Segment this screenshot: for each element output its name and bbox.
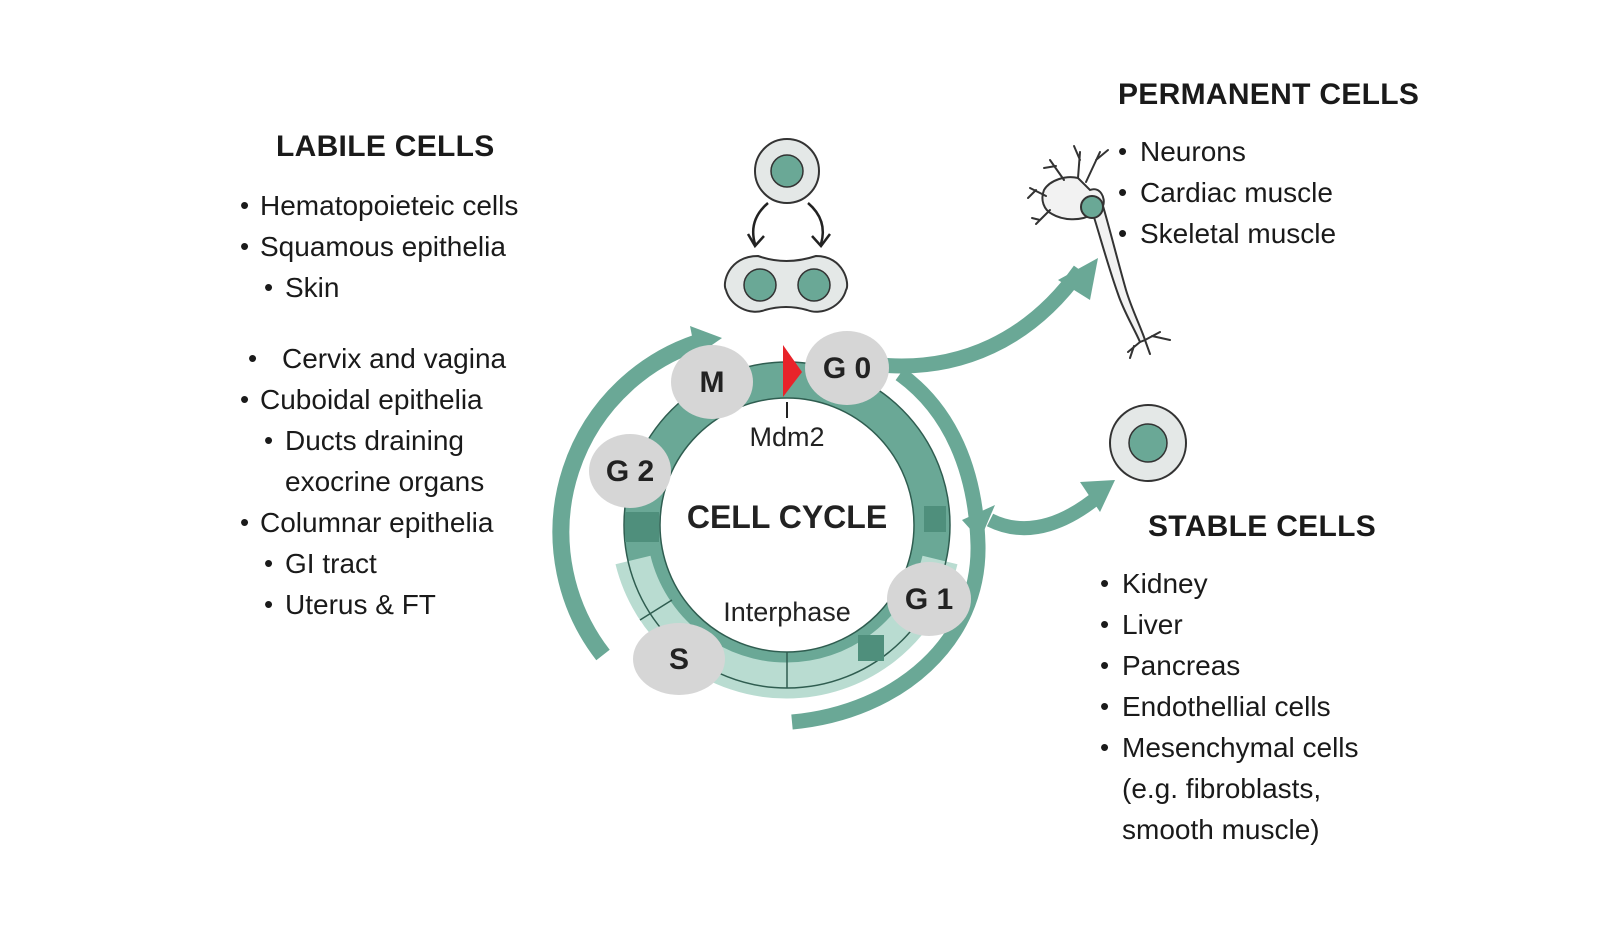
- bullet-icon: •: [264, 548, 274, 578]
- stable-cell-item-text: Liver: [1122, 609, 1183, 640]
- bullet-icon: •: [240, 231, 250, 261]
- split-arrow-right: [807, 202, 825, 245]
- arrow-to-stable: [986, 489, 1105, 536]
- phase-g1: G 1: [887, 562, 971, 636]
- labile-cell-item-text: Ducts draining: [285, 425, 464, 456]
- stable-cell-illustration: [1109, 404, 1187, 482]
- stable-cell-item-text: Pancreas: [1122, 650, 1241, 681]
- labile-cell-item-text: Cervix and vagina: [282, 343, 507, 374]
- stable-cell-item-text: Kidney: [1122, 568, 1208, 599]
- permanent-cell-item-text: Cardiac muscle: [1140, 177, 1333, 208]
- stable-cell-item-text: Mesenchymal cells: [1122, 732, 1359, 763]
- labile-cell-item: • Squamous epithelia: [240, 226, 518, 267]
- stable-cell-item: • Liver: [1100, 604, 1359, 645]
- labile-cells-list: • Hematopoieteic cells • Squamous epithelia…: [240, 185, 518, 625]
- interphase-label: Interphase: [723, 597, 851, 627]
- cell-cycle-title: CELL CYCLE: [687, 499, 887, 535]
- permanent-cell-item: • Skeletal muscle: [1118, 213, 1337, 254]
- dividing-cell-illustration: [723, 138, 849, 313]
- stable-cell-item-text: smooth muscle): [1122, 814, 1320, 845]
- bullet-icon: •: [264, 272, 274, 302]
- labile-cell-item: • Hematopoieteic cells: [240, 185, 518, 226]
- labile-cell-item: • Cervix and vagina: [240, 338, 518, 379]
- permanent-cells-title: PERMANENT CELLS: [1118, 78, 1420, 111]
- phase-s: S: [633, 623, 725, 695]
- stable-cell-item: • Kidney: [1100, 563, 1359, 604]
- bullet-icon: •: [240, 190, 250, 220]
- labile-cell-item: • Cuboidal epithelia: [240, 379, 518, 420]
- permanent-cell-item-text: Neurons: [1140, 136, 1246, 167]
- labile-cell-item-text: Uterus & FT: [285, 589, 436, 620]
- g0-return-arrow: [791, 367, 986, 730]
- split-arrow-left: [751, 202, 769, 245]
- labile-cell-item-text: Cuboidal epithelia: [260, 384, 483, 415]
- bullet-icon: •: [1100, 650, 1110, 680]
- bullet-icon: •: [1100, 609, 1110, 639]
- bullet-icon: •: [264, 425, 274, 455]
- stable-cell-item: smooth muscle): [1122, 809, 1359, 850]
- labile-cell-item-text: exocrine organs: [285, 466, 485, 497]
- stable-cell-item-text: (e.g. fibroblasts,: [1122, 773, 1322, 804]
- permanent-cell-item: • Cardiac muscle: [1118, 172, 1336, 213]
- bullet-icon: •: [1118, 218, 1128, 248]
- bullet-icon: •: [1100, 568, 1110, 598]
- mdm2-checkpoint-marker: [783, 345, 802, 397]
- neuron-illustration: [1027, 145, 1171, 359]
- permanent-cells-list: • Neurons • Cardiac muscle • Skeletal muscle: [1118, 131, 1337, 254]
- bullet-icon: •: [264, 589, 274, 619]
- bullet-icon: •: [240, 507, 250, 537]
- stable-cell-item: • Pancreas: [1100, 645, 1359, 686]
- stable-cell-item-text: Endothellial cells: [1122, 691, 1331, 722]
- bullet-icon: •: [1118, 136, 1128, 166]
- bullet-icon: •: [248, 343, 258, 373]
- phase-g1-label: G 1: [905, 583, 953, 616]
- labile-cell-item: • GI tract: [240, 543, 518, 584]
- stable-cell-item: (e.g. fibroblasts,: [1122, 768, 1359, 809]
- bullet-icon: •: [1100, 691, 1110, 721]
- phase-m-label: M: [700, 366, 725, 399]
- labile-cell-item-text: GI tract: [285, 548, 377, 579]
- bullet-icon: •: [1100, 732, 1110, 762]
- stable-cells-list: • Kidney • Liver • Pancreas • Endothellial cell…: [1100, 563, 1359, 850]
- labile-cell-item-text: Hematopoieteic cells: [260, 190, 519, 221]
- labile-cell-item: • Skin: [240, 267, 518, 308]
- permanent-cell-item: • Neurons: [1118, 131, 1336, 172]
- labile-cells-title: LABILE CELLS: [276, 130, 495, 163]
- labile-cell-item-text: Skin: [285, 272, 340, 303]
- mdm2-label: Mdm2: [749, 422, 824, 452]
- arrow-to-permanent: [879, 265, 1087, 374]
- bullet-icon: •: [240, 384, 250, 414]
- labile-cell-item: • Ducts draining: [240, 420, 518, 461]
- phase-g2-label: G 2: [606, 455, 654, 488]
- labile-cell-item: exocrine organs: [240, 461, 518, 502]
- stable-cell-item: • Mesenchymal cells: [1100, 727, 1359, 768]
- stable-cell-item: • Endothellial cells: [1100, 686, 1359, 727]
- outer-cycle-arrow: [552, 331, 709, 661]
- labile-cell-item: • Columnar epithelia: [240, 502, 518, 543]
- labile-cell-item-text: Columnar epithelia: [260, 507, 494, 538]
- phase-g0: G 0: [805, 331, 889, 405]
- phase-m: M: [671, 345, 753, 419]
- permanent-cell-item-text: Skeletal muscle: [1140, 218, 1337, 249]
- labile-cell-item: • Uterus & FT: [240, 584, 518, 625]
- stable-cells-title: STABLE CELLS: [1148, 510, 1377, 543]
- phase-s-label: S: [669, 643, 689, 676]
- phase-g2: G 2: [589, 434, 671, 508]
- labile-cell-item-text: Squamous epithelia: [260, 231, 506, 262]
- bullet-icon: •: [1118, 177, 1128, 207]
- phase-g0-label: G 0: [823, 352, 871, 385]
